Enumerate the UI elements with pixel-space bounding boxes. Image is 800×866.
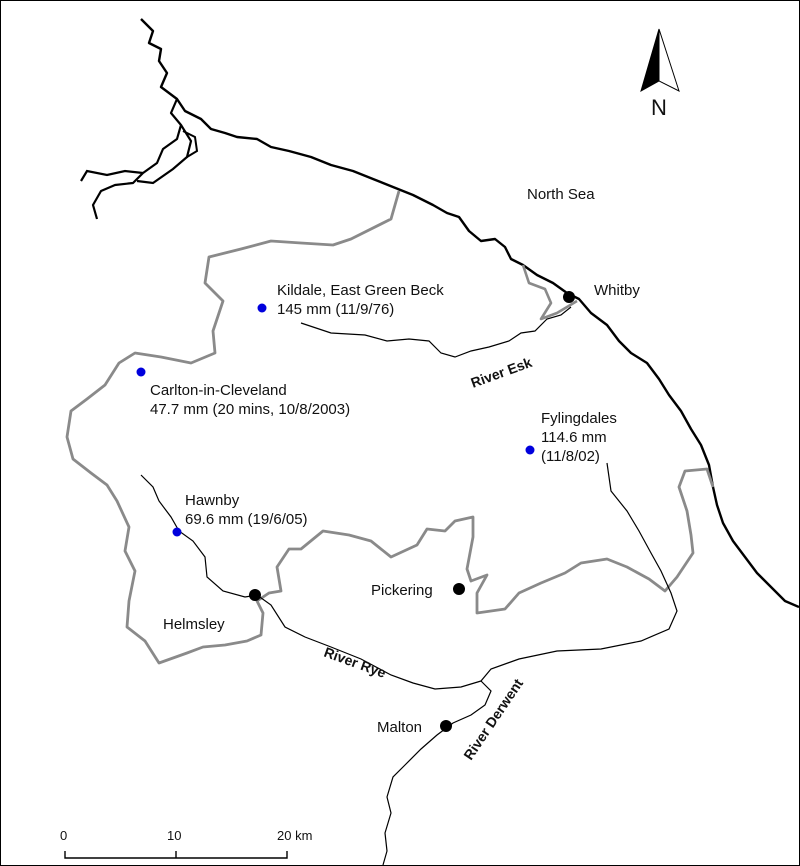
town-dot-malton — [440, 720, 452, 732]
river-label-derwent: River Derwent — [460, 675, 526, 762]
river-esk-line — [300, 306, 572, 358]
gauge-label-hawnby: Hawnby — [185, 492, 240, 509]
gauge-dot-carlton — [136, 367, 146, 377]
north-arrow: N — [640, 28, 680, 120]
gauge-label-kildale: Kildale, East Green Beck — [277, 282, 444, 299]
gauge-detail2-fylingdales: (11/8/02) — [541, 448, 600, 465]
river-label-rye: River Rye — [322, 644, 388, 681]
gauge-dot-fylingdales — [525, 445, 535, 455]
estuary-channel-3 — [182, 130, 199, 158]
gauge-detail-fylingdales: 114.6 mm — [541, 429, 607, 446]
scale-tick-label-0: 0 — [60, 828, 67, 843]
estuary — [91, 98, 183, 220]
gauge-label-carlton: Carlton-in-Cleveland — [150, 382, 287, 399]
north-arrow-icon — [640, 28, 660, 93]
gauge-dot-hawnby — [172, 527, 182, 537]
town-label-malton: Malton — [377, 719, 422, 736]
sea-label: North Sea — [527, 186, 595, 203]
scale-tick-label-20: 20 km — [277, 828, 312, 843]
town-label-whitby: Whitby — [594, 282, 640, 299]
park-boundary-coast — [521, 264, 578, 321]
gauge-detail-carlton: 47.7 mm (20 mins, 10/8/2003) — [150, 401, 350, 418]
river-derwent-line — [382, 462, 678, 865]
gauge-detail-kildale: 145 mm (11/9/76) — [277, 301, 394, 318]
town-dot-whitby — [563, 291, 575, 303]
town-label-helmsley: Helmsley — [163, 616, 225, 633]
scale-bar: 0 10 20 km — [60, 828, 312, 859]
town-dot-pickering — [453, 583, 465, 595]
gauge-label-fylingdales: Fylingdales — [541, 410, 617, 427]
estuary-channel-2 — [80, 169, 144, 182]
scale-bar-line — [64, 851, 288, 859]
gauge-dot-kildale — [257, 303, 267, 313]
coastline — [140, 18, 799, 609]
north-label: N — [651, 95, 667, 120]
north-arrow-outline — [658, 28, 680, 92]
park-boundary — [65, 190, 715, 665]
town-label-pickering: Pickering — [371, 582, 433, 599]
gauge-detail-hawnby: 69.6 mm (19/6/05) — [185, 511, 308, 528]
town-dot-helmsley — [249, 589, 261, 601]
scale-tick-label-10: 10 — [167, 828, 181, 843]
river-label-esk: River Esk — [469, 354, 535, 391]
estuary-channel-1 — [136, 124, 193, 185]
